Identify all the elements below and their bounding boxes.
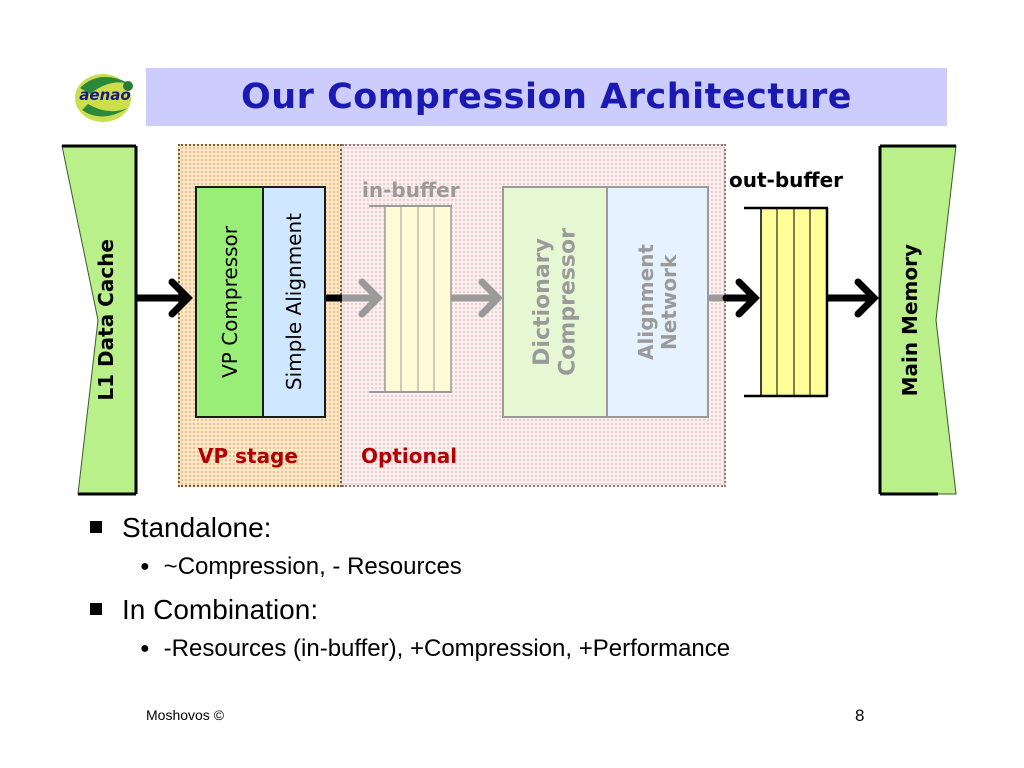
bullet-item: Standalone: <box>90 512 271 544</box>
main-memory-label: Main Memory <box>898 243 922 397</box>
page-number: 8 <box>855 706 865 725</box>
in-buffer <box>369 205 452 393</box>
vp-compressor-label: VP Compressor <box>217 226 242 378</box>
arrow-out-buffer-to-memory <box>824 278 879 318</box>
vp-compressor-box: VP Compressor <box>195 186 264 418</box>
simple-alignment-box: Simple Alignment <box>262 186 326 418</box>
l1-data-cache-block: L1 Data Cache <box>86 150 126 490</box>
logo-text: aenao <box>79 86 131 104</box>
arrow-to-out-buffer <box>707 278 760 318</box>
bullet-item: In Combination: <box>90 594 318 626</box>
vp-stage-label: VP stage <box>198 444 298 468</box>
optional-label: Optional <box>361 444 458 468</box>
arrow-l1-to-vp <box>134 278 193 318</box>
bullet-text: Standalone: <box>122 512 272 543</box>
sub-bullet-item: ● ~Compression, - Resources <box>140 553 462 581</box>
l1-data-cache-label: L1 Data Cache <box>94 239 118 401</box>
square-bullet-icon <box>90 603 102 615</box>
square-bullet-icon <box>90 521 102 533</box>
sub-bullet-text: ~Compression, - Resources <box>163 553 462 580</box>
out-buffer <box>744 206 829 398</box>
sub-bullet-item: ● -Resources (in-buffer), +Compression, +… <box>140 635 730 663</box>
bullet-text: In Combination: <box>122 594 319 625</box>
aenao-logo <box>75 74 133 122</box>
main-memory-block: Main Memory <box>890 150 930 490</box>
footer-author: Moshovos © <box>146 707 225 723</box>
out-buffer-label: out-buffer <box>729 168 844 192</box>
in-buffer-label: in-buffer <box>362 178 460 202</box>
simple-alignment-label: Simple Alignment <box>282 213 306 391</box>
arrow-in-buffer-to-dictionary <box>448 278 503 318</box>
dot-bullet-icon: ● <box>140 640 150 657</box>
slide-title: Our Compression Architecture <box>240 77 853 117</box>
title-bar <box>146 68 947 126</box>
sub-bullet-text: -Resources (in-buffer), +Compression, +P… <box>163 635 731 662</box>
dot-bullet-icon: ● <box>140 558 150 575</box>
